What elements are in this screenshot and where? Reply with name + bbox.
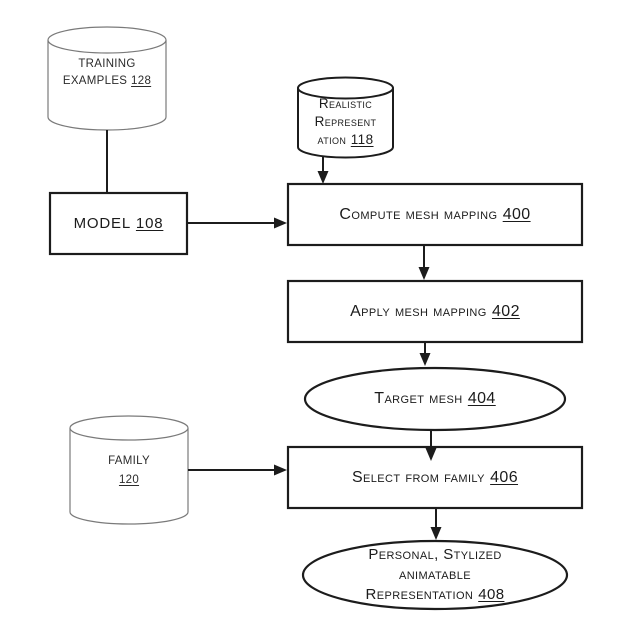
personal-stylized-label: Personal, Stylized animatable Representa… <box>303 541 567 609</box>
realistic-representation-line1: Realistic <box>318 96 373 111</box>
training-examples-cylinder <box>47 26 167 131</box>
personal-stylized-ellipse <box>301 539 569 611</box>
apply-mesh-mapping-box <box>286 279 584 344</box>
family-ref: 120 <box>118 474 140 486</box>
select-from-family-box <box>286 445 584 510</box>
personal-stylized-line2: animatable <box>398 566 472 583</box>
select-from-family-text: Select from family <box>351 468 485 486</box>
realistic-representation-ref: 118 <box>350 132 374 147</box>
arrowhead-into-personal-stylized <box>430 527 442 540</box>
realistic-representation-line3: ation <box>317 132 347 147</box>
arrowhead-into-compute-top <box>317 171 329 184</box>
model-ref: 108 <box>135 215 164 232</box>
arrowhead-into-select-top <box>425 448 437 461</box>
arrowheads <box>274 171 442 540</box>
family-line1: FAMILY <box>108 455 150 467</box>
training-examples-line2: EXAMPLES <box>62 74 128 87</box>
target-mesh-ref: 404 <box>467 390 496 407</box>
personal-stylized-ref: 408 <box>478 586 505 603</box>
training-examples-line1: TRAINING <box>78 58 136 70</box>
arrowhead-into-compute-left <box>274 217 287 229</box>
target-mesh-text: Target mesh <box>374 390 463 407</box>
model-text: MODEL <box>73 215 131 232</box>
compute-mesh-mapping-text: Compute mesh mapping <box>339 205 498 223</box>
edge-lines <box>106 130 437 529</box>
select-from-family-label: Select from family 406 <box>288 447 582 508</box>
personal-stylized-line1: Personal, Stylized <box>368 546 502 563</box>
apply-mesh-mapping-text: Apply mesh mapping <box>350 302 487 320</box>
family-label: FAMILY 120 <box>70 452 188 490</box>
compute-mesh-mapping-box <box>286 182 584 247</box>
arrowhead-into-apply <box>418 267 430 280</box>
personal-stylized-line3: Representation <box>365 586 474 603</box>
arrowhead-into-select-left <box>274 464 287 476</box>
select-from-family-ref: 406 <box>490 468 519 486</box>
arrowhead-into-target-mesh <box>419 353 431 366</box>
family-cylinder <box>69 415 189 525</box>
realistic-representation-line2: Represent <box>314 114 377 129</box>
compute-mesh-mapping-ref: 400 <box>502 205 531 223</box>
apply-mesh-mapping-ref: 402 <box>491 302 520 320</box>
realistic-representation-cylinder <box>297 76 394 159</box>
model-box <box>48 191 189 256</box>
training-examples-ref: 128 <box>131 74 152 87</box>
target-mesh-ellipse <box>303 366 567 432</box>
